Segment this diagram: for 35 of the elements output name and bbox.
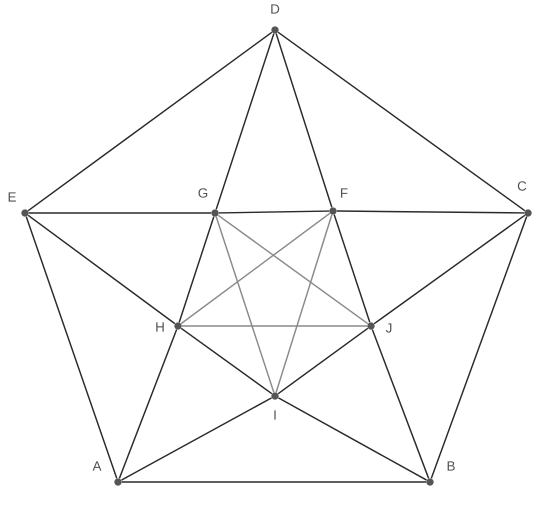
line-segment [182,325,368,327]
line-segment [372,329,430,479]
line-segment [278,397,427,481]
point-label: C [518,181,526,191]
point-label: G [198,188,208,198]
line-segment [216,34,274,210]
point-label: A [92,461,102,471]
line-segment [334,214,370,322]
line-segment [278,32,526,212]
line-segment [26,216,118,478]
line-segment [216,216,274,392]
line-segment [278,328,368,394]
point-label: E [8,192,16,202]
line-segment [178,216,214,322]
line-segment [122,481,426,483]
line-segment [180,328,272,394]
line-segment [28,212,212,214]
point-label: J [386,323,392,333]
line-segment [275,214,333,392]
point-label: D [271,4,280,14]
line-segment [276,34,332,208]
line-segment [180,212,330,324]
line-segment [336,210,524,214]
line-segment [218,214,368,324]
line-segment [28,214,176,324]
line-segment [218,210,330,214]
line-segment [121,397,272,481]
line-segment [118,329,178,479]
point-label: F [341,188,348,198]
point-label: H [156,322,164,332]
point-label: B [448,461,455,471]
line-segment [28,32,272,212]
line-segment [430,216,528,479]
point-label: I [274,410,276,420]
line-segment [374,214,526,324]
